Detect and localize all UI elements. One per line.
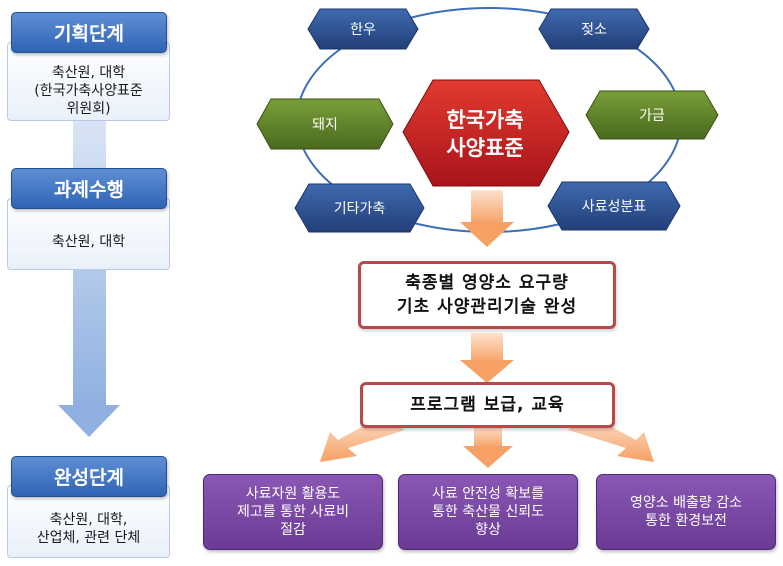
stage-completion-line-2: 산업체, 관련 단체 <box>36 529 141 546</box>
stage-planning-body: 축산원, 대학 (한국가축사양표준 위원회) <box>7 42 170 121</box>
outcome-environment-line-1: 영양소 배출량 감소 <box>630 495 742 511</box>
program-box-label: 프로그램 보급, 교육 <box>410 395 565 415</box>
outcome-environment: 영양소 배출량 감소 통한 환경보전 <box>596 474 776 550</box>
stage-completion-title[interactable]: 완성단계 <box>11 456 167 497</box>
stage-planning-title[interactable]: 기획단계 <box>11 12 167 53</box>
hex-pig[interactable] <box>256 98 394 150</box>
program-box: 프로그램 보급, 교육 <box>360 382 615 428</box>
hex-center[interactable] <box>402 79 570 187</box>
stage-execution-title[interactable]: 과제수행 <box>11 168 167 209</box>
hex-other[interactable] <box>294 183 425 233</box>
result-box-line-1: 축종별 영양소 요구량 <box>405 273 569 293</box>
hex-feed[interactable] <box>547 181 681 231</box>
outcome-safety-trust-line-1: 사료 안전성 확보를 <box>432 486 544 502</box>
center-title: 한국가축 사양표준 <box>405 80 565 188</box>
outcome-feed-cost-line-2: 제고를 통한 사료비 <box>237 504 349 520</box>
process-arrow <box>58 113 120 437</box>
result-box: 축종별 영양소 요구량 기초 사양관리기술 완성 <box>358 261 616 329</box>
outcome-feed-cost-line-1: 사료자원 활용도 <box>245 486 341 502</box>
hex-dairy[interactable] <box>538 8 650 50</box>
center-title-line-1: 한국가축 <box>446 108 524 132</box>
hex-poultry[interactable] <box>585 90 719 140</box>
stage-completion-body: 축산원, 대학, 산업체, 관련 단체 <box>7 485 170 558</box>
arrow-program-to-outcome-center <box>463 426 513 468</box>
outcome-feed-cost-line-3: 절감 <box>280 522 306 538</box>
hex-hanwoo[interactable] <box>307 8 419 50</box>
stage-planning-line-3: 위원회) <box>66 100 111 117</box>
stage-execution-line-1: 축산원, 대학 <box>51 234 126 250</box>
arrow-result-to-program <box>460 333 514 383</box>
arrow-center-to-result <box>460 190 514 247</box>
center-title-line-2: 사양표준 <box>446 136 524 160</box>
stage-planning-line-1: 축산원, 대학 <box>51 64 126 81</box>
stage-completion-line-1: 축산원, 대학, <box>49 511 128 528</box>
outcome-environment-line-2: 통한 환경보전 <box>645 513 727 529</box>
stage-planning-line-2: (한국가축사양표준 <box>34 82 143 99</box>
outcome-safety-trust-line-2: 통한 축산물 신뢰도 <box>432 504 544 520</box>
outcome-safety-trust-line-3: 향상 <box>475 522 501 538</box>
stage-execution-body: 축산원, 대학 <box>7 198 170 270</box>
result-box-line-2: 기초 사양관리기술 완성 <box>396 297 578 317</box>
outcome-safety-trust: 사료 안전성 확보를 통한 축산물 신뢰도 향상 <box>398 474 578 550</box>
outcome-feed-cost: 사료자원 활용도 제고를 통한 사료비 절감 <box>203 474 383 550</box>
